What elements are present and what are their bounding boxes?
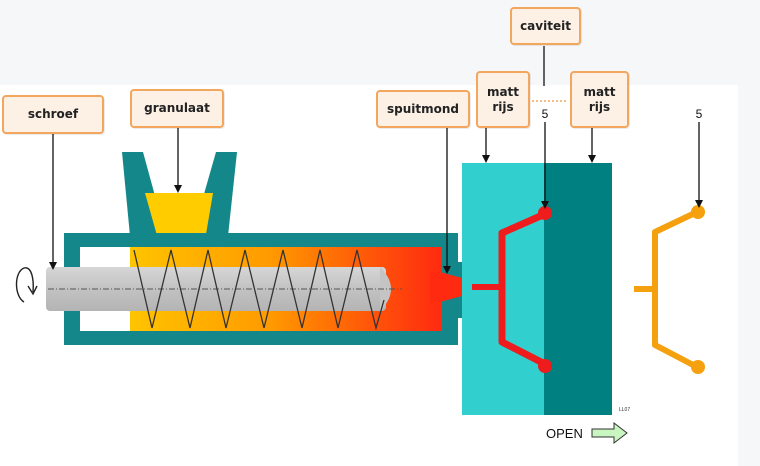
screw-flights <box>133 249 385 331</box>
label-caviteit: caviteit <box>510 7 581 45</box>
label-matrijs-right-text: matt rijs <box>583 84 616 114</box>
label-granulaat: granulaat <box>130 89 224 128</box>
label-matrijs-left: matt rijs <box>476 71 530 128</box>
open-label: OPEN <box>546 426 583 441</box>
label-matrijs-right: matt rijs <box>570 71 629 128</box>
cavity-part-bottom-end <box>538 359 552 373</box>
label-caviteit-text: caviteit <box>520 18 571 33</box>
ejected-part-bottom-end <box>691 360 705 374</box>
label-granulaat-text: granulaat <box>144 101 210 115</box>
ejected-part-top-end <box>691 205 705 219</box>
granulate-in-hopper <box>145 193 213 246</box>
cavity-part <box>498 210 547 368</box>
label-spuitmond: spuitmond <box>376 90 470 128</box>
part-number-left: 5 <box>542 107 549 121</box>
rotation-arrow-icon <box>15 267 38 303</box>
part-number-right: 5 <box>696 107 703 121</box>
moving-mould-half <box>544 163 612 415</box>
cavity-part-top-end <box>538 206 552 220</box>
label-spuitmond-text: spuitmond <box>386 101 459 116</box>
screw-tip <box>380 267 391 311</box>
open-arrow-icon <box>591 421 628 445</box>
leader-arrows <box>49 46 703 274</box>
label-schroef: schroef <box>2 95 104 134</box>
label-schroef-text: schroef <box>27 107 79 121</box>
label-matrijs-left-text: matt rijs <box>486 84 520 114</box>
small-code-label: LL07 <box>619 407 630 413</box>
